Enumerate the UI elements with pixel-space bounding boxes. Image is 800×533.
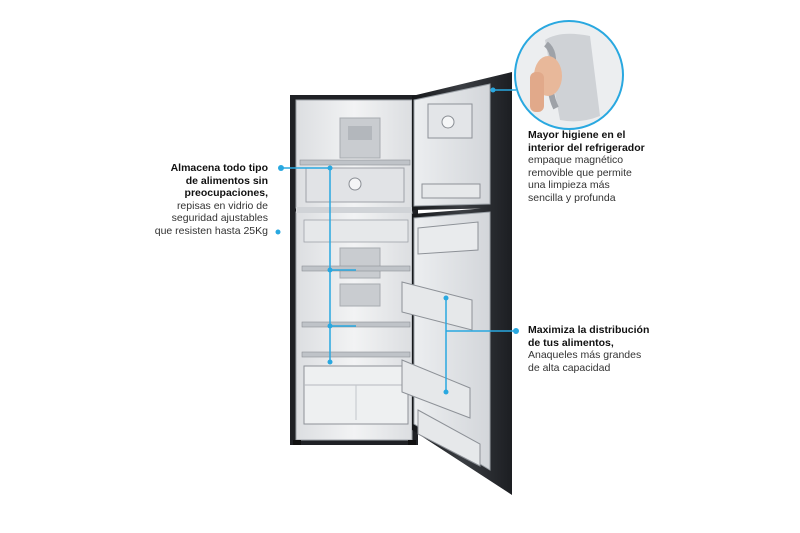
callout-hygiene-body: empaque magnético removible que permite … [528, 154, 632, 204]
callout-shelves: Almacena todo tipo de alimentos sin preo… [140, 162, 268, 237]
callout-distribution: Maximiza la distribución de tus alimento… [528, 324, 678, 374]
callout-hygiene-title: Mayor higiene en el interior del refrige… [528, 129, 645, 154]
callout-distribution-body: Anaqueles más grandes de alta capacidad [528, 349, 642, 374]
callout-shelves-body: repisas en vidrio de seguridad ajustable… [154, 199, 268, 237]
gasket-zoom-circle [514, 20, 624, 130]
callout-distribution-title: Maximiza la distribución de tus alimento… [528, 324, 650, 349]
cabinet [290, 95, 418, 445]
guide-lines [281, 89, 516, 392]
freezer-door [412, 72, 512, 210]
fridge-door [401, 206, 512, 495]
guide-markers [275, 87, 519, 395]
callout-hygiene: Mayor higiene en el interior del refrige… [528, 129, 678, 204]
callout-shelves-title: Almacena todo tipo de alimentos sin preo… [170, 162, 268, 199]
